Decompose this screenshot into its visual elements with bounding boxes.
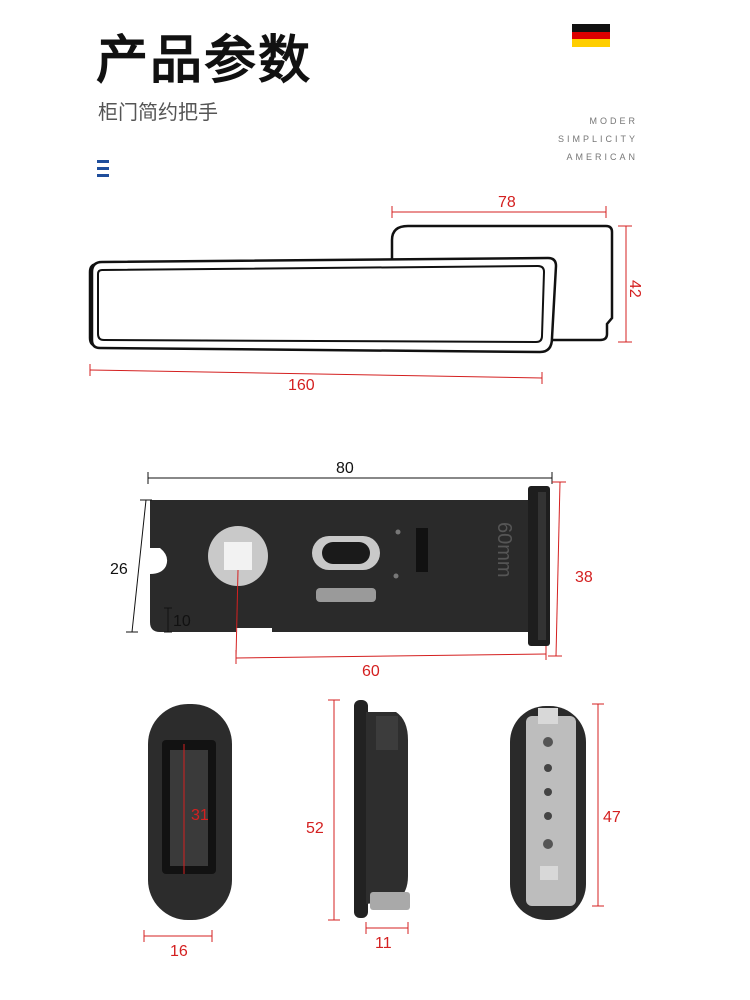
latch-mechanism — [510, 706, 586, 920]
brand-line-3: AMERICAN — [566, 152, 638, 162]
lock-body: 60mm — [150, 486, 550, 646]
menu-icon — [97, 160, 109, 181]
handle-length-dimension: 160 — [288, 377, 315, 394]
lock-bottom-width-dimension: 60 — [362, 663, 380, 680]
strike-width-line — [143, 930, 213, 942]
latch-width-dimension: 11 — [375, 935, 392, 952]
brand-line-1: MODER — [589, 116, 638, 126]
brand-line-2: SIMPLICITY — [557, 134, 638, 144]
lock-left-dimension: 26 — [110, 561, 128, 578]
page-title: 产品参数 — [96, 31, 313, 91]
lock-stamp: 60mm — [493, 522, 515, 578]
brand-tagline: MODER SIMPLICITY AMERICAN — [558, 112, 638, 166]
lock-bottom-dimension: 10 — [173, 613, 191, 630]
strike-inner-dimension: 31 — [191, 807, 209, 824]
lock-height-dimension: 38 — [575, 569, 593, 586]
strike-width-dimension: 16 — [170, 943, 188, 960]
strike-plate — [148, 704, 232, 920]
lock-width-dimension: 80 — [336, 460, 354, 477]
latch-side-view — [354, 700, 410, 918]
handle-dimension-lines — [89, 206, 632, 384]
handle-height-dimension: 42 — [626, 280, 643, 298]
mechanism-dimension-line — [592, 703, 604, 907]
lock-dimension-lines-red — [235, 481, 566, 664]
german-flag-icon — [572, 24, 610, 47]
handle-top-dimension: 78 — [498, 194, 516, 211]
latch-height-dimension: 52 — [306, 820, 324, 837]
mechanism-height-dimension: 47 — [603, 809, 621, 826]
handle-outline — [88, 224, 614, 354]
latch-dimension-lines — [328, 699, 409, 934]
lock-dimension-lines-black — [126, 472, 553, 633]
page-subtitle: 柜门简约把手 — [98, 100, 218, 124]
